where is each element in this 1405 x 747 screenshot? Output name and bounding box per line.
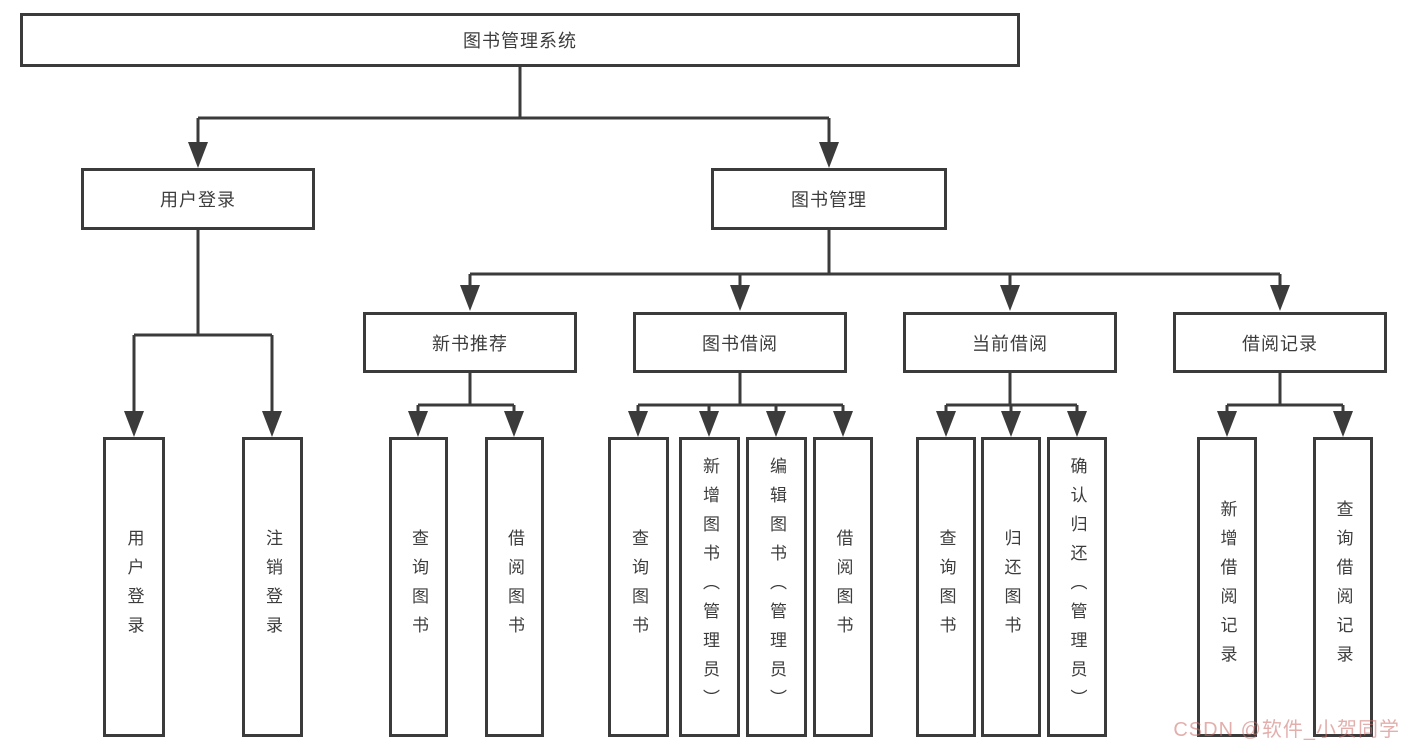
node-leaf-logout: 注销登录: [242, 437, 303, 737]
node-user-login-label: 用户登录: [160, 190, 236, 210]
node-book-borrow-label: 图书借阅: [702, 333, 778, 354]
node-leaf-cb-query: 查询图书: [916, 437, 976, 737]
node-new-book-rec-label: 新书推荐: [432, 333, 508, 354]
node-current-borrow-label: 当前借阅: [972, 333, 1048, 354]
node-borrow-records-label: 借阅记录: [1242, 333, 1318, 354]
node-leaf-user-login-label: 用户登录: [124, 529, 144, 645]
node-new-book-rec: 新书推荐: [363, 312, 577, 373]
node-leaf-bb-borrow-label: 借阅图书: [833, 529, 853, 645]
node-leaf-user-login: 用户登录: [103, 437, 165, 737]
edge-root-to-level2: [188, 67, 839, 168]
edge-newbookrec-to-leaves: [408, 373, 524, 437]
node-leaf-bb-add-label: 新增图书（管理员）: [700, 456, 719, 718]
node-leaf-bb-borrow: 借阅图书: [813, 437, 873, 737]
node-book-mgmt: 图书管理: [711, 168, 947, 230]
node-leaf-br-add: 新增借阅记录: [1197, 437, 1257, 737]
node-leaf-cb-confirm-label: 确认归还（管理员）: [1067, 456, 1087, 718]
node-current-borrow: 当前借阅: [903, 312, 1117, 373]
node-leaf-nbr-borrow: 借阅图书: [485, 437, 544, 737]
node-leaf-bb-edit: 编辑图书（管理员）: [746, 437, 807, 737]
node-leaf-logout-label: 注销登录: [263, 529, 282, 645]
node-book-borrow: 图书借阅: [633, 312, 847, 373]
node-leaf-bb-query-label: 查询图书: [629, 529, 648, 645]
node-leaf-cb-query-label: 查询图书: [936, 529, 956, 645]
node-user-login: 用户登录: [81, 168, 315, 230]
node-leaf-bb-query: 查询图书: [608, 437, 669, 737]
node-book-mgmt-label: 图书管理: [791, 190, 867, 210]
node-leaf-nbr-borrow-label: 借阅图书: [505, 529, 524, 645]
node-leaf-br-query: 查询借阅记录: [1313, 437, 1373, 737]
edge-currentborrow-to-leaves: [936, 373, 1087, 437]
node-root-label: 图书管理系统: [463, 31, 577, 51]
node-leaf-cb-return: 归还图书: [981, 437, 1041, 737]
node-leaf-nbr-query-label: 查询图书: [409, 529, 428, 645]
node-leaf-nbr-query: 查询图书: [389, 437, 448, 737]
node-leaf-cb-return-label: 归还图书: [1001, 529, 1021, 645]
node-leaf-bb-add: 新增图书（管理员）: [679, 437, 740, 737]
edge-bookmgmt-to-level3: [460, 230, 1290, 311]
node-root: 图书管理系统: [20, 13, 1020, 67]
edge-bookborrow-to-leaves: [628, 373, 853, 437]
node-leaf-bb-edit-label: 编辑图书（管理员）: [767, 456, 786, 718]
node-leaf-br-query-label: 查询借阅记录: [1333, 500, 1353, 674]
node-leaf-br-add-label: 新增借阅记录: [1217, 500, 1237, 674]
node-leaf-cb-confirm: 确认归还（管理员）: [1047, 437, 1107, 737]
edge-borrowrecords-to-leaves: [1217, 373, 1353, 437]
node-borrow-records: 借阅记录: [1173, 312, 1387, 373]
edge-userlogin-to-leaves: [124, 230, 282, 437]
